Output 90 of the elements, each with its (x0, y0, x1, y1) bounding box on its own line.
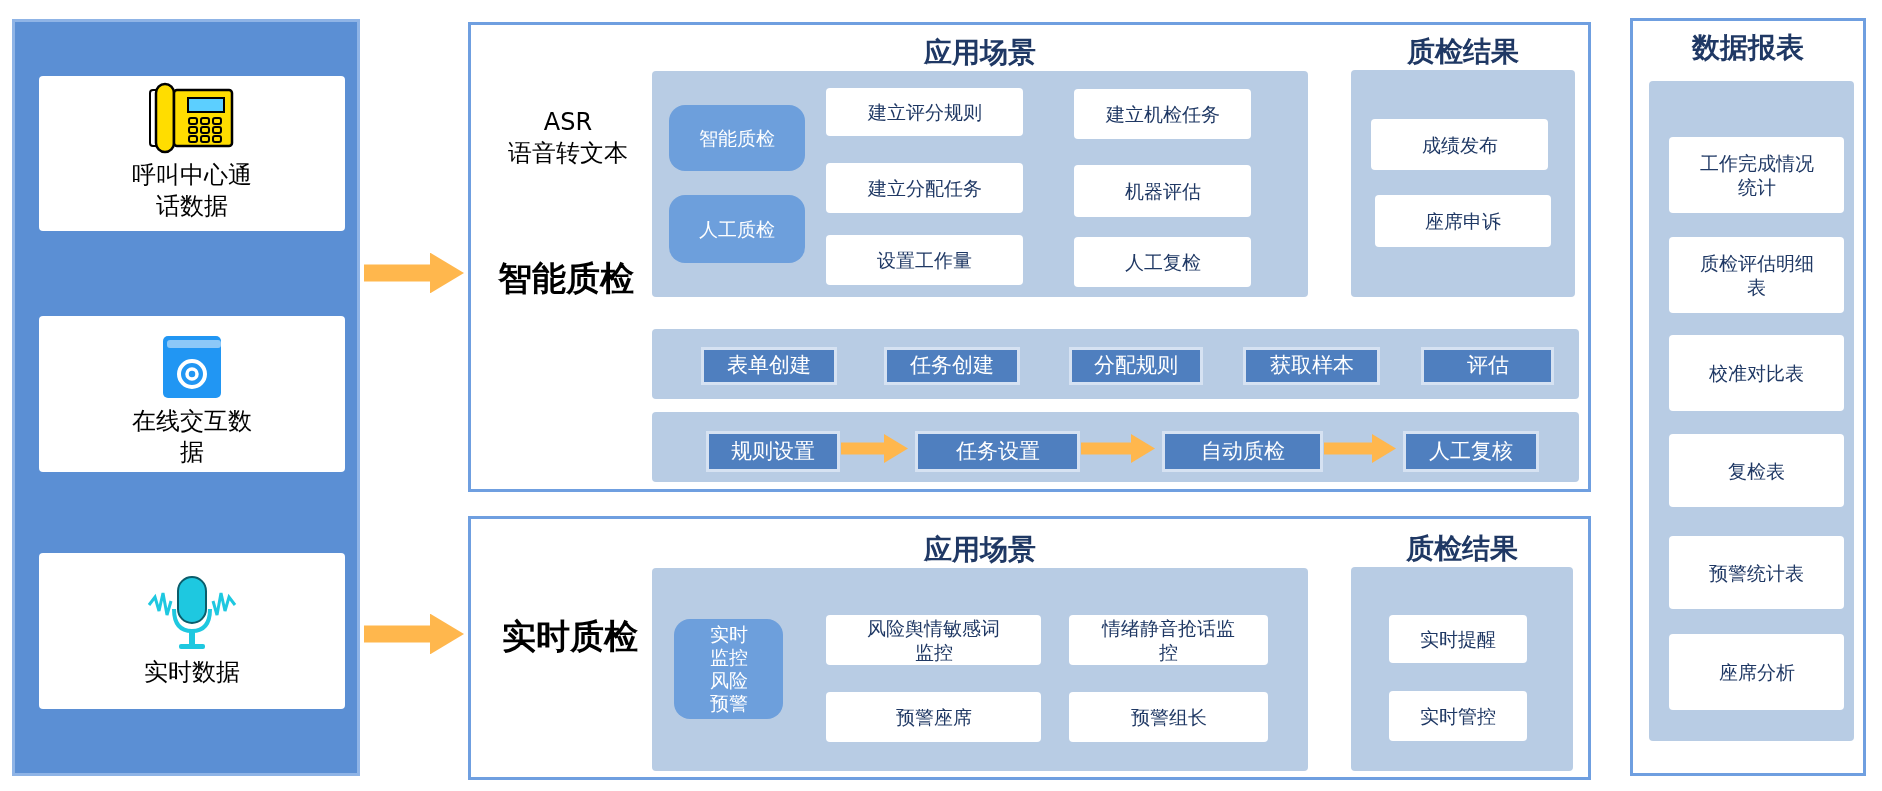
item-label: 风险舆情敏感词监控 (866, 616, 1001, 664)
step-box (1421, 347, 1554, 385)
group-heading: 应用场景 (923, 36, 1037, 70)
item-box (1069, 615, 1268, 665)
arrow (1324, 434, 1396, 463)
module-panel (468, 22, 1591, 492)
category-pill (674, 619, 783, 719)
group-heading: 质检结果 (1405, 532, 1519, 566)
step-band (652, 329, 1579, 399)
item-box (1669, 137, 1844, 213)
arrow (841, 434, 908, 463)
step-box (706, 431, 840, 472)
report-heading: 数据报表 (1692, 30, 1804, 66)
step-box (701, 347, 837, 385)
step-box (915, 431, 1080, 472)
item-box (1074, 89, 1251, 139)
item-box (826, 235, 1023, 285)
arrow (364, 613, 464, 655)
report-panel (1630, 18, 1866, 776)
item-label: 实时监控风险预警 (708, 623, 749, 715)
item-label: 座席申诉 (1425, 209, 1501, 233)
item-box (826, 163, 1023, 213)
item-label: 建立机检任务 (1105, 102, 1220, 126)
item-label: 预警组长 (1130, 705, 1207, 729)
item-label: 实时管控 (1420, 704, 1496, 728)
step-box (1403, 431, 1539, 472)
item-label: 机器评估 (1124, 179, 1201, 203)
step-label: 获取样本 (1269, 352, 1354, 380)
item-box (1389, 615, 1527, 663)
step-label: 人工复核 (1429, 437, 1513, 465)
source-card (39, 553, 345, 709)
group-heading: 质检结果 (1406, 35, 1520, 69)
step-label: 评估 (1466, 352, 1509, 380)
source-panel (12, 19, 360, 776)
step-label: 表单创建 (727, 352, 811, 380)
module-title: 实时质检 (501, 615, 639, 658)
step-label: 任务创建 (910, 352, 994, 380)
item-label: 人工复检 (1124, 250, 1201, 274)
item-label: 实时提醒 (1420, 627, 1496, 651)
step-label: 自动质检 (1200, 437, 1285, 465)
arrow (364, 252, 464, 294)
item-box (1669, 634, 1844, 710)
item-label: 复检表 (1728, 458, 1785, 483)
item-box (826, 88, 1023, 136)
step-label: 规则设置 (731, 437, 815, 465)
item-box (1074, 165, 1251, 217)
module-title: 智能质检 (497, 257, 635, 300)
item-label: 预警统计表 (1709, 560, 1804, 585)
source-label: 实时数据 (143, 657, 241, 688)
item-label: 成绩发布 (1421, 132, 1498, 157)
item-label: 建立分配任务 (867, 176, 982, 200)
item-box (1669, 434, 1844, 507)
item-label: 智能质检 (699, 126, 775, 150)
item-box (1669, 335, 1844, 411)
item-box (1069, 692, 1268, 742)
item-box (1389, 691, 1527, 741)
source-card (39, 316, 345, 472)
category-pill (669, 195, 805, 263)
step-box (1243, 347, 1380, 385)
item-box (826, 692, 1041, 742)
module-panel (468, 516, 1591, 780)
item-label: 设置工作量 (877, 248, 972, 272)
item-box (1074, 237, 1251, 287)
item-box (1669, 536, 1844, 609)
item-box (1669, 237, 1844, 313)
step-box (1069, 347, 1203, 385)
report-list-box (1649, 81, 1854, 741)
item-box (826, 615, 1041, 665)
item-label: 校准对比表 (1709, 361, 1804, 385)
step-label: 分配规则 (1094, 352, 1178, 380)
source-label: 呼叫中心通话数据 (131, 160, 253, 222)
item-label: 建立评分规则 (867, 100, 982, 124)
step-label: 任务设置 (955, 437, 1040, 465)
item-label: 预警座席 (895, 705, 972, 729)
group-heading: 应用场景 (923, 533, 1037, 567)
step-box (1162, 431, 1323, 472)
source-card (39, 76, 345, 231)
item-label: 质检评估明细表 (1698, 251, 1815, 299)
step-box (884, 347, 1020, 385)
source-label: 在线交互数据 (131, 406, 253, 468)
step-band (652, 412, 1579, 482)
item-label: 情绪静音抢话监控 (1100, 616, 1236, 664)
module-note: ASR 语音转文本 (507, 107, 629, 169)
category-pill (669, 105, 805, 171)
item-label: 人工质检 (699, 217, 775, 241)
item-box (1375, 195, 1551, 247)
arrow (1081, 434, 1155, 463)
item-label: 座席分析 (1718, 660, 1795, 684)
item-box (1371, 119, 1548, 170)
item-label: 工作完成情况统计 (1698, 151, 1815, 199)
